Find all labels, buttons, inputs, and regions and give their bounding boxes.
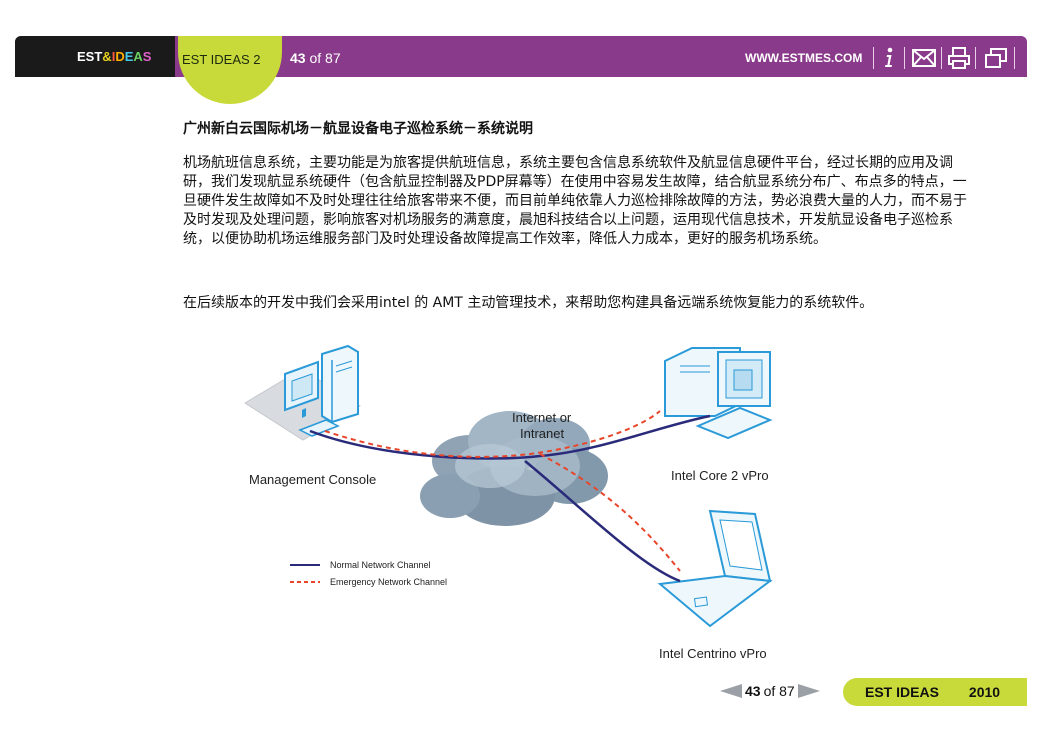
toolbar-divider	[975, 47, 976, 69]
page-current: 43	[290, 50, 306, 66]
centrino-laptop-icon	[657, 509, 773, 628]
toolbar-divider	[873, 47, 874, 69]
info-icon[interactable]	[876, 44, 902, 72]
toolbar-divider	[941, 47, 942, 69]
toolbar-divider	[1014, 47, 1015, 69]
brand-letter: A	[133, 49, 143, 64]
brand-ampersand: &	[102, 49, 112, 64]
section-label: EST IDEAS 2	[182, 52, 261, 67]
normal-channel-line	[524, 460, 681, 583]
legend-emergency-label: Emergency Network Channel	[330, 577, 448, 587]
print-icon[interactable]	[946, 44, 972, 72]
core2-desktop-icon	[664, 347, 773, 440]
cloud-label-line2: Intranet	[520, 426, 565, 441]
network-diagram	[244, 344, 773, 628]
brand-letter: D	[115, 49, 125, 64]
cloud-label-line1: Internet or	[512, 410, 572, 425]
emergency-channel-line	[539, 453, 681, 572]
centrino-label: Intel Centrino vPro	[659, 646, 767, 661]
footer-year: 2010	[968, 684, 1001, 700]
footer-badge: EST IDEAS 2010	[843, 678, 1027, 706]
footer-label: EST IDEAS	[865, 684, 939, 700]
amt-paragraph: 在后续版本的开发中我们会采用intel 的 AMT 主动管理技术，来帮助您构建具…	[183, 295, 874, 311]
footer-page-current: 43	[745, 683, 761, 699]
next-page-button[interactable]	[797, 684, 820, 698]
brand-letter: I	[111, 49, 116, 64]
brand-est: EST	[77, 49, 103, 64]
page-title: 广州新白云国际机场－航显设备电子巡检系统－系统说明	[183, 121, 533, 137]
window-icon[interactable]	[983, 44, 1009, 72]
mail-icon[interactable]	[911, 44, 937, 72]
management-console-label: Management Console	[249, 472, 377, 487]
emergency-channel-line	[324, 410, 661, 458]
intro-paragraph: 机场航班信息系统，主要功能是为旅客提供航班信息，系统主要包含信息系统软件及航显信…	[183, 155, 967, 247]
normal-channel-line	[309, 414, 711, 460]
previous-page-button[interactable]	[720, 684, 742, 698]
section-tab	[178, 36, 282, 104]
core2-label: Intel Core 2 vPro	[671, 468, 769, 483]
page-indicator-top: 43 of 87	[290, 50, 341, 66]
page-total: of 87	[309, 50, 341, 66]
site-url-link[interactable]: WWW.ESTMES.COM	[745, 51, 863, 65]
brand-letter: E	[124, 49, 134, 64]
brand-letter: S	[142, 49, 152, 64]
legend-normal-label: Normal Network Channel	[330, 560, 431, 570]
management-console-icon	[244, 344, 361, 441]
toolbar-divider	[904, 47, 905, 69]
footer-page-total: of 87	[763, 683, 795, 699]
page-navigator: 43 of 87	[720, 683, 820, 699]
